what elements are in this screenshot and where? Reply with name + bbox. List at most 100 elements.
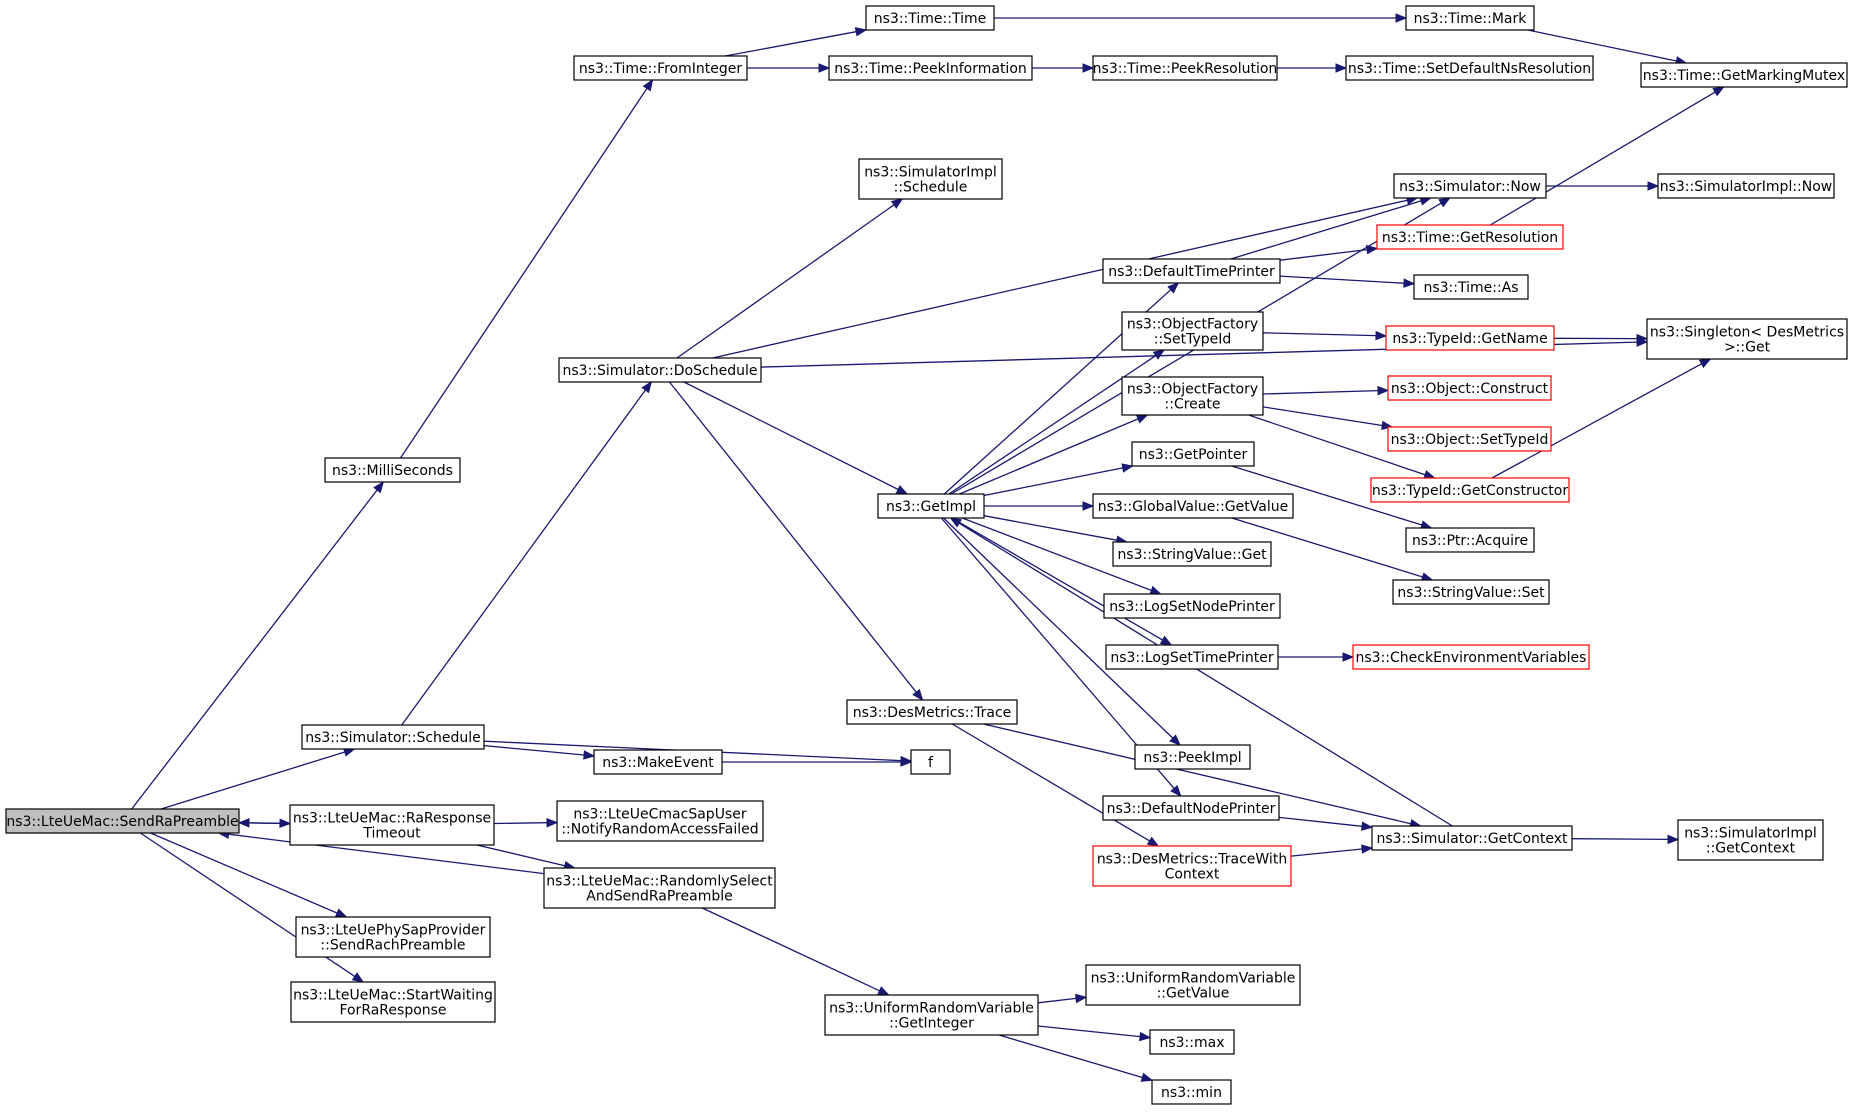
node-box (1677, 819, 1824, 861)
arrowhead (1082, 501, 1095, 511)
node-label: ns3::LteUePhySapProvider (301, 923, 486, 939)
node-singleton[interactable]: ns3::Singleton< DesMetrics>::Get (1646, 318, 1848, 360)
arrowhead (1366, 244, 1379, 255)
node-urvGetInt[interactable]: ns3::UniformRandomVariable::GetInteger (824, 994, 1039, 1036)
node-ptrAcquire[interactable]: ns3::Ptr::Acquire (1405, 527, 1535, 553)
node-label: ns3::LteUeMac::SendRaPreamble (6, 814, 238, 830)
node-box (877, 493, 985, 519)
node-box (858, 158, 1003, 200)
node-label: ns3::Simulator::Now (1399, 179, 1541, 195)
node-peekImpl[interactable]: ns3::PeekImpl (1134, 744, 1251, 770)
node-getRes[interactable]: ns3::Time::GetResolution (1376, 224, 1564, 250)
arrowhead (949, 517, 963, 528)
node-label: ns3::StringValue::Get (1117, 547, 1267, 563)
node-timeAs[interactable]: ns3::Time::As (1413, 274, 1529, 300)
arrowhead (1342, 652, 1355, 662)
edge-getImpl-to-logTime (951, 517, 1163, 641)
node-simImplSched[interactable]: ns3::SimulatorImpl::Schedule (858, 158, 1003, 200)
arrowhead (1712, 86, 1725, 97)
node-ofCreate[interactable]: ns3::ObjectFactory::Create (1121, 376, 1264, 416)
node-urvGetValue[interactable]: ns3::UniformRandomVariable::GetValue (1085, 964, 1301, 1006)
edge-doSched-to-simImplSched (676, 204, 895, 359)
edge-urvGetInt-to-max (1037, 1025, 1141, 1038)
node-svSet[interactable]: ns3::StringValue::Set (1392, 579, 1550, 605)
node-tidGetName[interactable]: ns3::TypeId::GetName (1385, 325, 1555, 351)
edge-ofCreate-to-objSetType (1262, 406, 1383, 427)
node-box (1393, 173, 1547, 199)
node-box (556, 800, 764, 842)
node-randSel[interactable]: ns3::LteUeMac::RandomlySelectAndSendRaPr… (543, 867, 776, 909)
node-markMutex[interactable]: ns3::Time::GetMarkingMutex (1640, 62, 1848, 88)
node-f[interactable]: f (910, 749, 951, 775)
edge-traceCtx-to-simGetCtx (1290, 848, 1363, 857)
node-label: ns3::MakeEvent (602, 755, 714, 771)
node-peekRes[interactable]: ns3::Time::PeekResolution (1092, 55, 1278, 81)
node-timeMark[interactable]: ns3::Time::Mark (1405, 5, 1535, 31)
node-milli[interactable]: ns3::MilliSeconds (324, 457, 461, 483)
node-simGetCtx[interactable]: ns3::Simulator::GetContext (1371, 825, 1573, 851)
node-box (324, 457, 461, 483)
node-objSetType[interactable]: ns3::Object::SetTypeId (1387, 426, 1552, 452)
node-box (1121, 376, 1264, 416)
node-label: ::GetInteger (889, 1016, 974, 1032)
node-defTimePr[interactable]: ns3::DefaultTimePrinter (1102, 258, 1281, 284)
node-min[interactable]: ns3::min (1151, 1079, 1232, 1105)
node-label: ns3::GetImpl (886, 499, 976, 515)
node-label: ns3::GetPointer (1139, 447, 1248, 463)
edge-simGetCtx-to-simImplCtx (1571, 838, 1669, 841)
node-box (824, 994, 1039, 1036)
node-logNode[interactable]: ns3::LogSetNodePrinter (1103, 593, 1281, 619)
node-svGet[interactable]: ns3::StringValue::Get (1112, 541, 1272, 567)
edge-desTrace-to-traceCtx (951, 723, 1150, 842)
node-ofSetType[interactable]: ns3::ObjectFactory::SetTypeId (1121, 311, 1264, 351)
node-doSched[interactable]: ns3::Simulator::DoSchedule (558, 357, 762, 383)
edge-simSched-to-makeEvent (483, 744, 585, 756)
node-label: ns3::UniformRandomVariable (1091, 971, 1296, 987)
node-label: ns3::Simulator::GetContext (1376, 831, 1568, 847)
node-label: ns3::Object::Construct (1391, 381, 1549, 397)
edge-raTimeout-to-randSel (476, 844, 565, 867)
node-fromInt[interactable]: ns3::Time::FromInteger (573, 55, 748, 81)
node-desTrace[interactable]: ns3::DesMetrics::Trace (846, 699, 1018, 725)
node-makeEvent[interactable]: ns3::MakeEvent (593, 749, 723, 775)
node-simSched[interactable]: ns3::Simulator::Schedule (301, 724, 485, 750)
edge-defNodePr-to-simGetCtx (1278, 816, 1363, 827)
node-checkEnv[interactable]: ns3::CheckEnvironmentVariables (1352, 644, 1590, 670)
node-defNodePr[interactable]: ns3::DefaultNodePrinter (1102, 795, 1280, 821)
node-label: ns3::Singleton< DesMetrics (1650, 325, 1844, 341)
node-simImplCtx[interactable]: ns3::SimulatorImpl::GetContext (1677, 819, 1824, 861)
node-simNow[interactable]: ns3::Simulator::Now (1393, 173, 1547, 199)
arrowhead (1375, 330, 1388, 341)
node-box (1370, 477, 1570, 503)
edge-doSched-to-getImpl (683, 381, 899, 491)
node-getPointer[interactable]: ns3::GetPointer (1131, 441, 1255, 467)
node-logTime[interactable]: ns3::LogSetTimePrinter (1105, 644, 1279, 670)
node-getCtor[interactable]: ns3::TypeId::GetConstructor (1370, 477, 1570, 503)
node-getImpl[interactable]: ns3::GetImpl (877, 493, 985, 519)
node-label: ns3::Time::FromInteger (579, 61, 742, 77)
node-gvGetValue[interactable]: ns3::GlobalValue::GetValue (1092, 493, 1294, 519)
node-box (1149, 1029, 1235, 1055)
node-physRach[interactable]: ns3::LteUePhySapProvider::SendRachPreamb… (295, 916, 491, 958)
node-label: ns3::Time::GetResolution (1382, 230, 1558, 246)
node-peekInfo[interactable]: ns3::Time::PeekInformation (828, 55, 1033, 81)
node-sendRa[interactable]: ns3::LteUeMac::SendRaPreamble (5, 808, 240, 834)
edge-fromInt-to-timeTime (725, 31, 857, 57)
node-box (1105, 644, 1279, 670)
edge-urvGetInt-to-min (998, 1034, 1143, 1079)
node-setDefNs[interactable]: ns3::Time::SetDefaultNsResolution (1345, 55, 1594, 81)
node-simImplNow[interactable]: ns3::SimulatorImpl::Now (1657, 173, 1835, 199)
node-objConstruct[interactable]: ns3::Object::Construct (1387, 375, 1552, 401)
node-timeTime[interactable]: ns3::Time::Time (865, 5, 995, 31)
edge-sendRa-to-simSched (160, 751, 345, 810)
node-box (289, 804, 495, 846)
node-label: ns3::SimulatorImpl (864, 165, 997, 181)
arrowhead (1403, 278, 1416, 288)
node-box (573, 55, 748, 81)
node-notifyRA[interactable]: ns3::LteUeCmacSapUser::NotifyRandomAcces… (556, 800, 764, 842)
node-box (1405, 5, 1535, 31)
node-max[interactable]: ns3::max (1149, 1029, 1235, 1055)
